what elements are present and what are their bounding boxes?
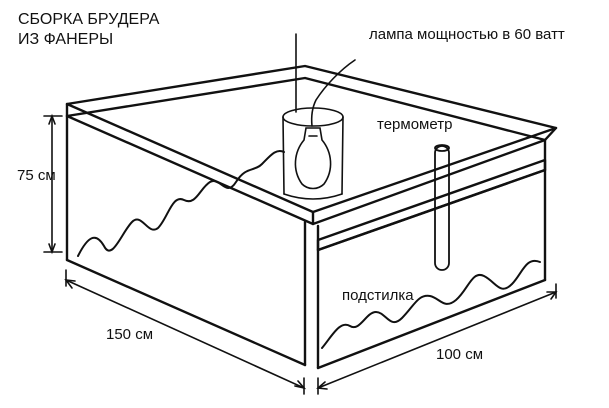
box-top-edge-right bbox=[543, 126, 558, 142]
thermometer-label: термометр bbox=[377, 116, 453, 133]
box-top-inner bbox=[65, 76, 547, 226]
thermometer-icon bbox=[434, 145, 450, 271]
height-label: 75 см bbox=[17, 167, 56, 184]
litter-wave-back bbox=[77, 150, 285, 257]
right-wall-bottom bbox=[316, 278, 547, 370]
title-line-2: ИЗ ФАНЕРЫ bbox=[18, 31, 114, 48]
diagram-title: СБОРКА БРУДЕРА ИЗ ФАНЕРЫ bbox=[18, 10, 159, 50]
length-dimension-line bbox=[65, 279, 305, 389]
width-dimension-line bbox=[317, 291, 557, 389]
lamp-bulb-icon bbox=[294, 127, 332, 190]
lamp-cord bbox=[310, 59, 356, 127]
width-label: 100 см bbox=[436, 346, 484, 363]
litter-label: подстилка bbox=[342, 287, 414, 304]
length-label: 150 см bbox=[106, 326, 154, 343]
box-top-outer bbox=[65, 64, 558, 214]
left-wall-bottom bbox=[65, 258, 307, 367]
litter-wave-front bbox=[321, 259, 541, 349]
right-wall-rail bbox=[316, 158, 547, 252]
lamp-label: лампа мощностью в 60 ватт bbox=[369, 26, 565, 43]
title-line-1: СБОРКА БРУДЕРА bbox=[18, 11, 160, 28]
